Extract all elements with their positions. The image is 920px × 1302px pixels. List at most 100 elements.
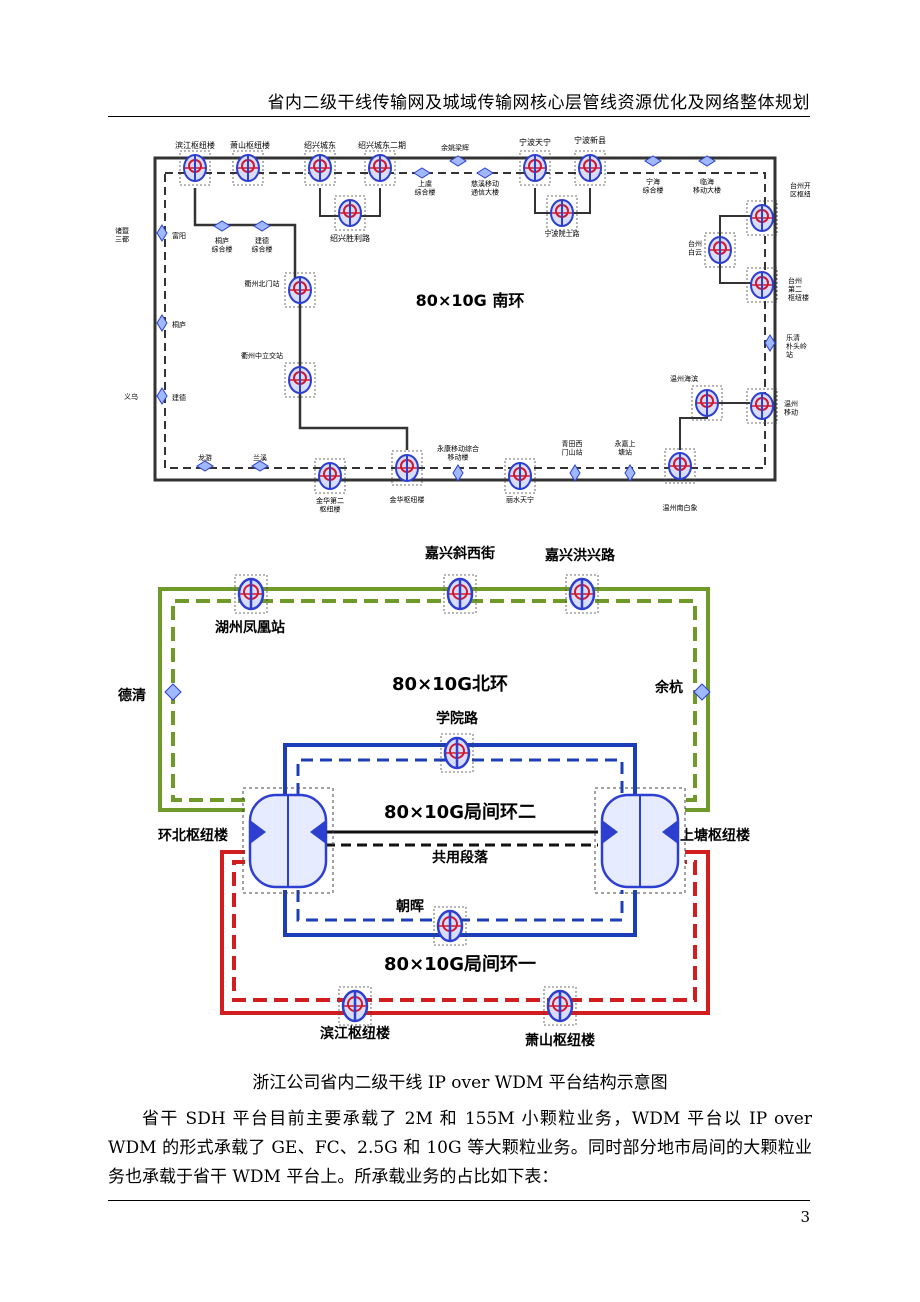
label-jiaxing-xixi: 嘉兴斜西街	[424, 545, 495, 562]
south-ring-solid-line	[153, 156, 777, 482]
node-ningbo-yuanshi	[546, 195, 578, 231]
ring1-label: 80×10G局间环一	[384, 954, 536, 975]
diamond-yuhang	[693, 683, 711, 701]
node-jiaxing-xixi	[442, 573, 478, 615]
label-sx-shengli: 绍兴胜利路	[330, 233, 370, 243]
north-ring-label: 80×10G北环	[392, 674, 508, 695]
footer-divider	[108, 1200, 810, 1201]
red-ring-dashed-line	[232, 860, 697, 1002]
label-lishui: 丽水天宁	[506, 495, 534, 504]
node-wenzhou-yidong	[746, 388, 778, 424]
red-ring-solid-line	[220, 850, 710, 1015]
label-longyou: 龙游	[198, 453, 212, 462]
label-cixi: 慈溪移动通信大楼	[471, 179, 499, 197]
label-sx-chengdong2: 绍兴城东二期	[358, 140, 406, 150]
label-taizhou-2: 台州第二枢纽楼	[788, 276, 809, 302]
diamond-longyou	[196, 460, 214, 472]
south-ring-label: 80×10G 南环	[416, 291, 525, 310]
north-ring-dashed-line	[171, 599, 697, 802]
label-jiaxing-hongxing: 嘉兴洪兴路	[544, 547, 616, 564]
label-tonglu: 桐庐	[172, 320, 186, 329]
body-paragraph: 省干 SDH 平台目前主要承载了 2M 和 155M 小颗粒业务，WDM 平台以…	[108, 1109, 812, 1187]
diamond-cixi	[476, 167, 494, 179]
label-ningbo-yuanshi: 宁波院士路	[545, 229, 580, 238]
label-jiangshan-north: 衢州北门站	[245, 279, 280, 288]
label-wenzhou-yidong: 温州移动	[784, 399, 798, 417]
label-yuhang: 余杭	[654, 679, 683, 696]
shared-label: 共用段落	[432, 849, 489, 866]
label-yiwu: 义乌	[124, 392, 138, 401]
node-lishui	[504, 458, 536, 494]
diamond-tonglu-zonghe	[213, 220, 231, 232]
node-sx-chengdong	[304, 150, 336, 186]
label-taizhou-baiyun: 台州白云	[688, 239, 702, 257]
label-xiaoshan-n: 萧山枢纽楼	[525, 1032, 595, 1049]
label-lanxi: 兰溪	[253, 453, 267, 462]
node-sx-shengli	[334, 195, 366, 231]
label-qingtian: 青田西门山站	[562, 439, 583, 457]
header-divider	[108, 116, 810, 117]
label-wenzhou-nanbaixiang: 温州南白象	[663, 503, 698, 512]
hub-huanbei	[242, 787, 334, 894]
label-yueqing: 乐清朴头岭站	[786, 333, 807, 359]
node-quzhou-zhongli	[284, 362, 316, 398]
node-xiaoshan-n	[542, 985, 578, 1027]
node-taizhou-2	[746, 267, 778, 303]
label-shangyu: 上虞综合楼	[415, 179, 436, 197]
north-ring-diagram: 嘉兴斜西街 嘉兴洪兴路 湖州凤凰站 德清 余杭 80×10G北环 学院路 80×…	[118, 545, 750, 1049]
node-taizhou-baiyun	[704, 232, 736, 268]
node-jiangshan-north	[284, 272, 316, 308]
label-sx-chengdong: 绍兴城东	[304, 140, 336, 150]
node-xiaoshan	[232, 150, 264, 186]
label-wenzhou-haibin: 温州海滨	[670, 374, 698, 383]
branch-line-wenzhou	[679, 402, 750, 450]
label-huzhou: 湖州凤凰站	[215, 619, 285, 636]
label-quzhou-zhongli: 衢州中立交站	[241, 351, 283, 360]
label-deqing: 德清	[118, 687, 146, 704]
label-shangtang: 上塘枢纽楼	[680, 827, 750, 844]
node-wenzhou-nanbaixiang	[664, 448, 696, 484]
label-jiande2: 建德	[172, 393, 186, 402]
ring2-label: 80×10G局间环二	[384, 802, 536, 823]
label-huanbei: 环北枢纽楼	[158, 827, 228, 844]
node-jiaxing-hongxing	[564, 573, 600, 615]
node-taizhou-kaifa	[746, 200, 778, 236]
node-zhaohui	[432, 905, 468, 947]
figure-caption: 浙江公司省内二级干线 IP over WDM 平台结构示意图	[252, 1073, 668, 1093]
label-zhuji: 诸暨三都	[115, 226, 129, 244]
label-xueyuan: 学院路	[436, 710, 479, 727]
body-text: 省干 SDH 平台目前主要承载了 2M 和 155M 小颗粒业务，WDM 平台以…	[108, 1105, 812, 1192]
node-huzhou	[233, 573, 269, 615]
south-ring-diagram: 80×10G 南环 滨江枢纽楼 萧山枢纽楼 绍兴城东 绍兴城东二期 绍兴胜利路 …	[115, 135, 810, 514]
label-ningbo-tianning: 宁波天宁	[519, 137, 551, 147]
label-jinhua2: 金华第二枢纽楼	[316, 496, 344, 514]
node-binjiang	[179, 150, 211, 186]
north-ring-solid-line	[158, 587, 710, 812]
label-jinhua: 金华枢纽楼	[390, 495, 425, 504]
label-yongkang: 永康移动综合移动楼	[437, 444, 479, 462]
label-binjiang: 滨江枢纽楼	[175, 140, 215, 150]
node-ningbo-tianning	[519, 150, 551, 186]
label-ninghai: 宁海综合楼	[643, 177, 664, 195]
label-xiaoshan: 萧山枢纽楼	[230, 140, 270, 150]
node-sx-chengdong2	[364, 150, 396, 186]
label-yongjia: 永嘉上塘站	[615, 439, 636, 457]
node-jinhua2	[314, 458, 346, 494]
label-fuyang: 富阳	[172, 231, 186, 240]
diamond-jiande	[253, 220, 271, 232]
label-jiande: 建德综合楼	[252, 236, 273, 254]
label-tonglu-zonghe: 桐庐综合楼	[212, 236, 233, 254]
node-binjiang-n	[337, 985, 373, 1027]
hub-shangtang	[594, 787, 686, 894]
diamond-deqing	[164, 683, 182, 701]
node-xueyuan	[439, 732, 475, 774]
label-taizhou-kaifa: 台州开发区枢纽楼	[790, 181, 810, 199]
label-linhai: 临海移动大楼	[693, 177, 721, 195]
label-ningbo-xinxian: 宁波新县	[574, 135, 606, 145]
label-zhaohui: 朝晖	[396, 898, 424, 915]
label-binjiang-n: 滨江枢纽楼	[320, 1025, 390, 1042]
node-wenzhou-haibin	[691, 385, 723, 421]
label-yuyao: 余姚梁辉	[441, 143, 469, 152]
node-ningbo-xinxian	[574, 150, 606, 186]
south-ring-dashed-line	[164, 172, 766, 469]
